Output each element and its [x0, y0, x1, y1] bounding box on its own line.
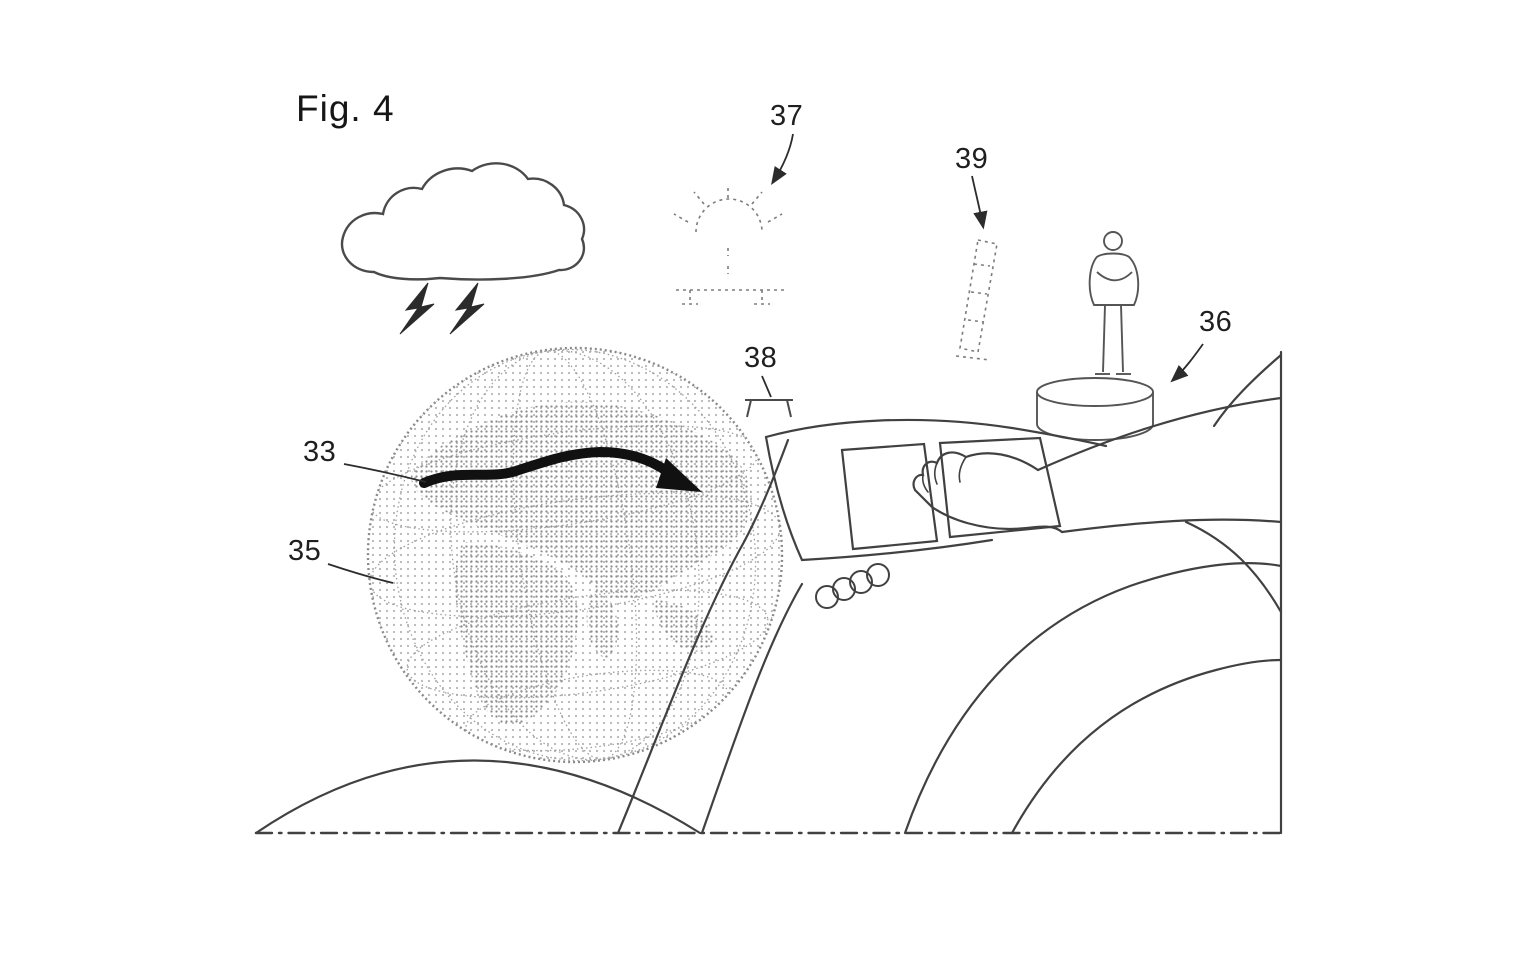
seat-curve-2: [1010, 658, 1283, 835]
cloud-outline: [340, 162, 586, 281]
leader-36: [1170, 343, 1204, 383]
console-bracket: [745, 399, 793, 418]
driver-arm-bottom: [1060, 518, 1283, 534]
figure-title: Fig. 4: [296, 88, 395, 129]
car-interior: [254, 350, 1283, 835]
continent-eurasia: [411, 401, 752, 600]
lightning-bolt-icon: [449, 282, 485, 335]
seat-curve-1: [903, 562, 1283, 835]
statue-pedestal: [1036, 377, 1154, 441]
globe-graticule: [369, 348, 781, 762]
route-arrowhead: [656, 458, 702, 492]
driver-arm-top: [1036, 396, 1283, 472]
leader-38: [761, 375, 772, 398]
ref-label-39: 39: [955, 143, 989, 175]
driver-finger-lines: [921, 456, 967, 493]
touchscreen-right-panel: [938, 436, 1062, 539]
person-statue: [1036, 231, 1154, 441]
dash-dome-arc: [254, 759, 702, 835]
tunnel-right-curve: [700, 582, 804, 835]
ref-label-36: 36: [1199, 306, 1233, 338]
leader-39: [971, 175, 988, 230]
vertical-scale-sketch: [955, 239, 998, 361]
earth-globe: [366, 346, 784, 764]
console-bottom-edge: [800, 538, 994, 562]
window-diagonal: [1212, 353, 1283, 428]
leader-lines: [327, 133, 1204, 584]
sunrise-sketch: [673, 184, 788, 305]
touchscreen-left-panel: [840, 442, 939, 551]
leader-37: [771, 133, 794, 186]
ref-label-33: 33: [303, 436, 337, 468]
tunnel-left-curve: [616, 438, 790, 835]
leader-33: [343, 463, 427, 483]
continent-india: [586, 588, 618, 658]
ref-label-38: 38: [744, 342, 778, 374]
ref-label-35: 35: [288, 535, 322, 567]
console-top-edge: [764, 418, 1108, 448]
route-arrow: [419, 446, 702, 492]
storm-cloud-icon: [340, 162, 586, 335]
ref-label-37: 37: [770, 100, 804, 132]
lightning-bolt-icon: [399, 282, 435, 335]
console-left-edge: [764, 435, 804, 562]
seat-curve-3: [1184, 520, 1283, 614]
leader-35: [327, 563, 394, 584]
console-buttons: [815, 563, 890, 609]
